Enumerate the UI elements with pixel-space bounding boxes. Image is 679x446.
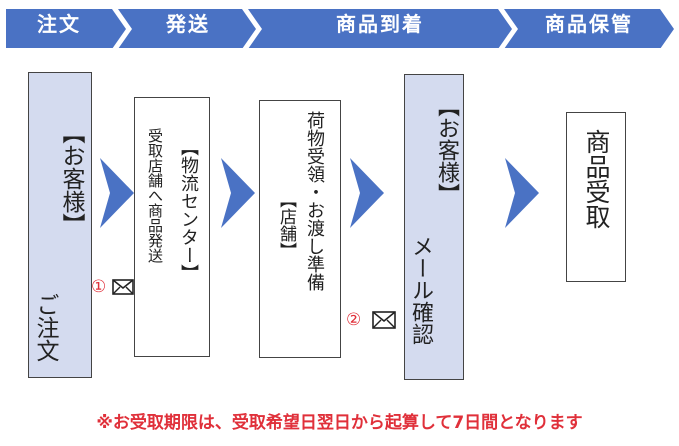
step-bar-shapes	[6, 9, 674, 49]
box-customer-order: 【お客様】 ご注文	[28, 72, 92, 378]
step-order: 注文	[37, 12, 81, 36]
flow-arrow-3	[350, 158, 384, 228]
pickup-deadline-note: ※お受取期限は、受取希望日翌日から起算して7日間となります	[96, 413, 583, 433]
box-logistics-center: 【物流センター】 受取店舗へ商品発送	[134, 97, 210, 357]
marker-1: ①	[91, 277, 107, 297]
box-receive-product: 商品受取	[566, 112, 626, 282]
box2-action: 受取店舗へ商品発送	[146, 128, 164, 263]
envelope-icon	[112, 279, 134, 295]
box1-action: ご注文	[32, 293, 58, 362]
step-ship: 発送	[166, 12, 210, 36]
box4-role: 【お客様】	[434, 95, 459, 205]
box4-action: メール確認	[408, 235, 433, 345]
flow-arrow-4	[505, 158, 539, 228]
box-store: 荷物受領・お渡し準備 【店舗】	[259, 100, 341, 358]
step-arrival: 商品到着	[336, 12, 424, 36]
box5-action: 商品受取	[582, 129, 611, 229]
envelope-icon	[372, 311, 396, 329]
box-customer-mail: 【お客様】 メール確認	[404, 74, 464, 380]
box2-role: 【物流センター】	[178, 138, 199, 282]
marker-2: ②	[346, 310, 362, 330]
step-bar: 注文 発送 商品到着 商品保管	[0, 0, 679, 49]
box3-role: 【店舗】	[276, 191, 296, 259]
step-storage: 商品保管	[545, 12, 633, 36]
box3-action: 荷物受領・お渡し準備	[304, 111, 325, 291]
flow-arrow-1	[100, 158, 134, 228]
flow-arrow-2	[221, 158, 255, 228]
box1-role: 【お客様】	[58, 121, 84, 236]
